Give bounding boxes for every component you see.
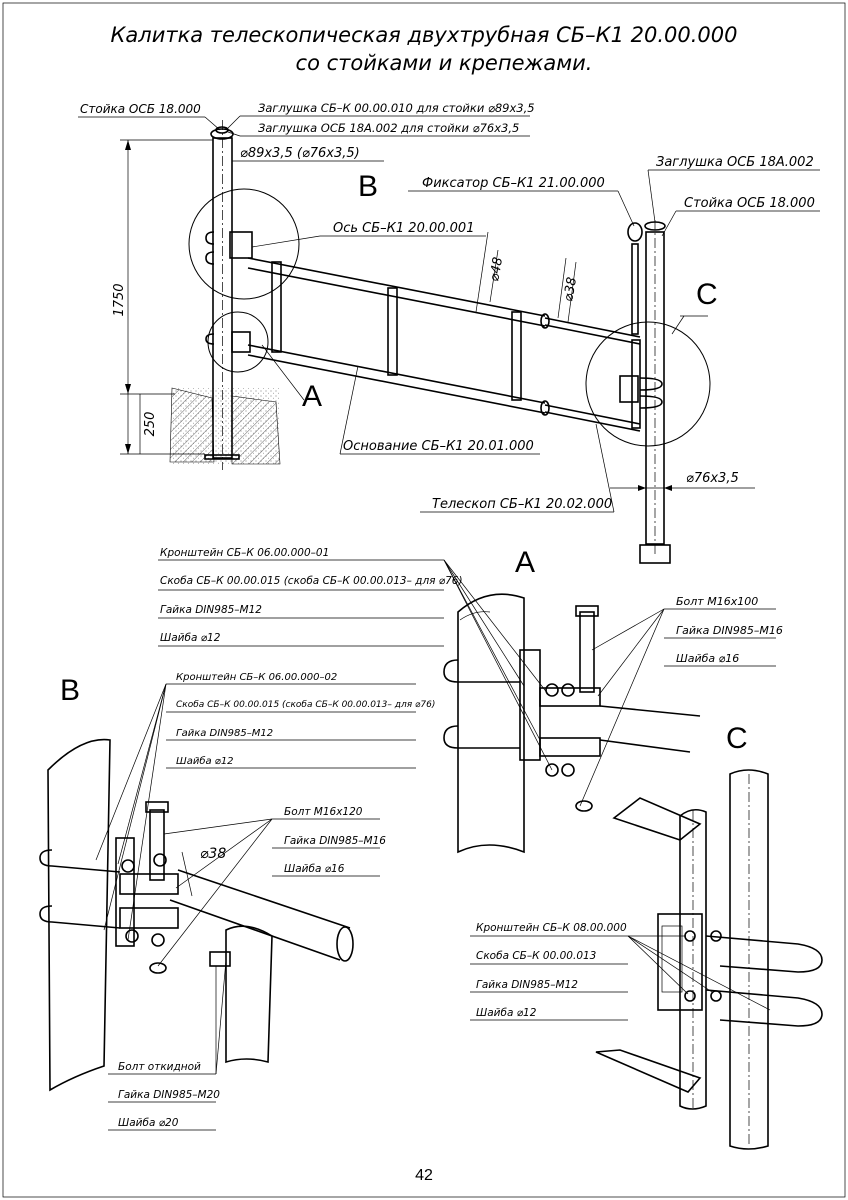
detail-a: A Кронштейн СБ–К 06.00.000–01 Скоба СБ–К… — [158, 546, 783, 854]
detail-a-letter: A — [515, 546, 535, 579]
detail-c-post-left — [679, 808, 707, 1110]
detail-a-item-1: Кронштейн СБ–К 06.00.000–01 — [160, 547, 329, 559]
label-dia-post-right: ⌀76х3,5 — [686, 471, 739, 486]
detail-a-item-2: Скоба СБ–К 00.00.015 (скоба СБ–К 00.00.0… — [160, 575, 463, 587]
detail-c-item-1: Кронштейн СБ–К 08.00.000 — [476, 922, 627, 934]
callout-a-circle — [207, 311, 269, 373]
detail-c-flag-bottom — [595, 1049, 702, 1093]
detail-c-letter: C — [726, 722, 748, 755]
right-post-foot — [639, 544, 671, 564]
detail-b-item-9: Гайка DIN985–M20 — [118, 1089, 220, 1101]
detail-c-item-2: Скоба СБ–К 00.00.013 — [476, 950, 596, 962]
detail-b-post — [47, 738, 111, 1092]
detail-a-bolt — [579, 611, 595, 693]
detail-c-item-4: Шайба ⌀12 — [476, 1007, 537, 1019]
detail-b-item-1: Кронштейн СБ–К 06.00.000–02 — [176, 672, 337, 683]
detail-b-letter: B — [60, 674, 80, 707]
callout-c-circle — [585, 321, 711, 447]
label-post-left: Стойка ОСБ 18.000 — [80, 102, 201, 116]
detail-a-item-4: Шайба ⌀12 — [160, 632, 221, 644]
detail-a-item-6: Гайка DIN985–M16 — [676, 624, 783, 637]
callout-c-letter: C — [696, 278, 718, 311]
label-post-right: Стойка ОСБ 18.000 — [684, 196, 815, 211]
page-number: 42 — [415, 1167, 433, 1184]
callout-b-circle — [188, 188, 300, 300]
detail-b-pipe — [169, 869, 351, 961]
dim-250-label: 250 — [143, 412, 158, 437]
label-cap-right: Заглушка ОСБ 18А.002 — [656, 155, 814, 170]
detail-a-item-7: Шайба ⌀16 — [676, 652, 739, 665]
detail-a-item-3: Гайка DIN985–M12 — [160, 604, 262, 616]
label-dia-38: ⌀38 — [561, 276, 580, 303]
drawing-title-line1: Калитка телескопическая двухтрубная СБ–К… — [111, 23, 738, 47]
label-cap2: Заглушка ОСБ 18А.002 для стойки ⌀76х3,5 — [258, 121, 519, 135]
detail-c: C Кронштейн СБ–К 08.00.000 Скоба СБ–К 00… — [470, 722, 823, 1150]
ground-fill — [172, 388, 280, 464]
left-post-foot — [204, 454, 240, 460]
detail-b-item-10: Шайба ⌀20 — [118, 1117, 179, 1129]
detail-a-post — [457, 593, 525, 854]
detail-b-item-3: Гайка DIN985–M12 — [176, 728, 273, 739]
detail-b-dia: ⌀38 — [200, 846, 226, 862]
label-dia-48: ⌀48 — [487, 256, 506, 283]
detail-b: B Кронштейн СБ–К 06.00.000–02 Скоба СБ–К… — [39, 672, 435, 1131]
latch-ring — [627, 222, 643, 242]
gate-base — [247, 257, 546, 414]
main-view: 1750 250 — [78, 101, 820, 564]
callout-b-letter: B — [358, 170, 378, 203]
detail-b-item-5: Болт М16х120 — [284, 806, 363, 818]
detail-c-clamp-bottom — [705, 989, 823, 1027]
detail-a-item-5: Болт М16х100 — [676, 595, 758, 608]
label-axis: Ось СБ–К1 20.00.001 — [333, 221, 474, 236]
label-cap1: Заглушка СБ–К 00.00.010 для стойки ⌀89х3… — [258, 101, 535, 115]
latch-rod — [631, 243, 639, 335]
label-dia-post-left: ⌀89х3,5 (⌀76х3,5) — [240, 146, 360, 161]
detail-c-clamp-top — [705, 935, 823, 973]
gate-telescope — [540, 313, 641, 432]
detail-c-item-3: Гайка DIN985–M12 — [476, 979, 578, 991]
label-latch: Фиксатор СБ–К1 21.00.000 — [422, 176, 605, 191]
detail-c-flag-top — [612, 797, 702, 841]
left-post-cap-top — [215, 126, 229, 134]
label-telescope: Телескоп СБ–К1 20.02.000 — [432, 497, 612, 512]
detail-b-item-7: Шайба ⌀16 — [284, 863, 345, 875]
detail-b-item-6: Гайка DIN985–M16 — [284, 835, 386, 847]
detail-b-item-8: Болт откидной — [118, 1061, 201, 1073]
detail-b-item-4: Шайба ⌀12 — [176, 755, 234, 767]
drawing-title-line2: со стойками и крепежами. — [296, 51, 593, 75]
detail-b-item-2: Скоба СБ–К 00.00.015 (скоба СБ–К 00.00.0… — [176, 700, 435, 710]
detail-c-post-right — [729, 769, 769, 1150]
callout-a-letter: A — [302, 380, 322, 413]
dim-1750-label: 1750 — [112, 283, 127, 316]
label-base: Основание СБ–К1 20.01.000 — [343, 439, 534, 454]
detail-b-bolt — [149, 809, 165, 881]
